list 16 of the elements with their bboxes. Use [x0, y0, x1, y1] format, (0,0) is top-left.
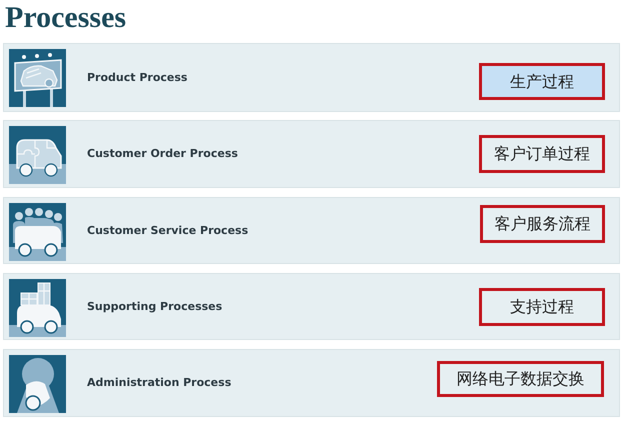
annotation-box: 客户订单过程	[479, 135, 605, 173]
process-label: Product Process	[87, 71, 188, 85]
process-label: Customer Order Process	[87, 147, 238, 161]
process-band	[3, 120, 620, 188]
annotation-box: 客户服务流程	[480, 205, 605, 243]
annotation-box: 生产过程	[479, 63, 605, 100]
process-label: Supporting Processes	[87, 300, 222, 314]
page-title: Processes	[5, 3, 126, 33]
annotation-box: 支持过程	[479, 288, 605, 326]
process-label: Customer Service Process	[87, 224, 248, 238]
annotation-box: 网络电子数据交换	[437, 361, 604, 397]
process-band	[3, 273, 620, 340]
process-band	[3, 43, 620, 112]
process-label: Administration Process	[87, 376, 232, 390]
process-band	[3, 197, 620, 264]
process-band	[3, 349, 620, 417]
